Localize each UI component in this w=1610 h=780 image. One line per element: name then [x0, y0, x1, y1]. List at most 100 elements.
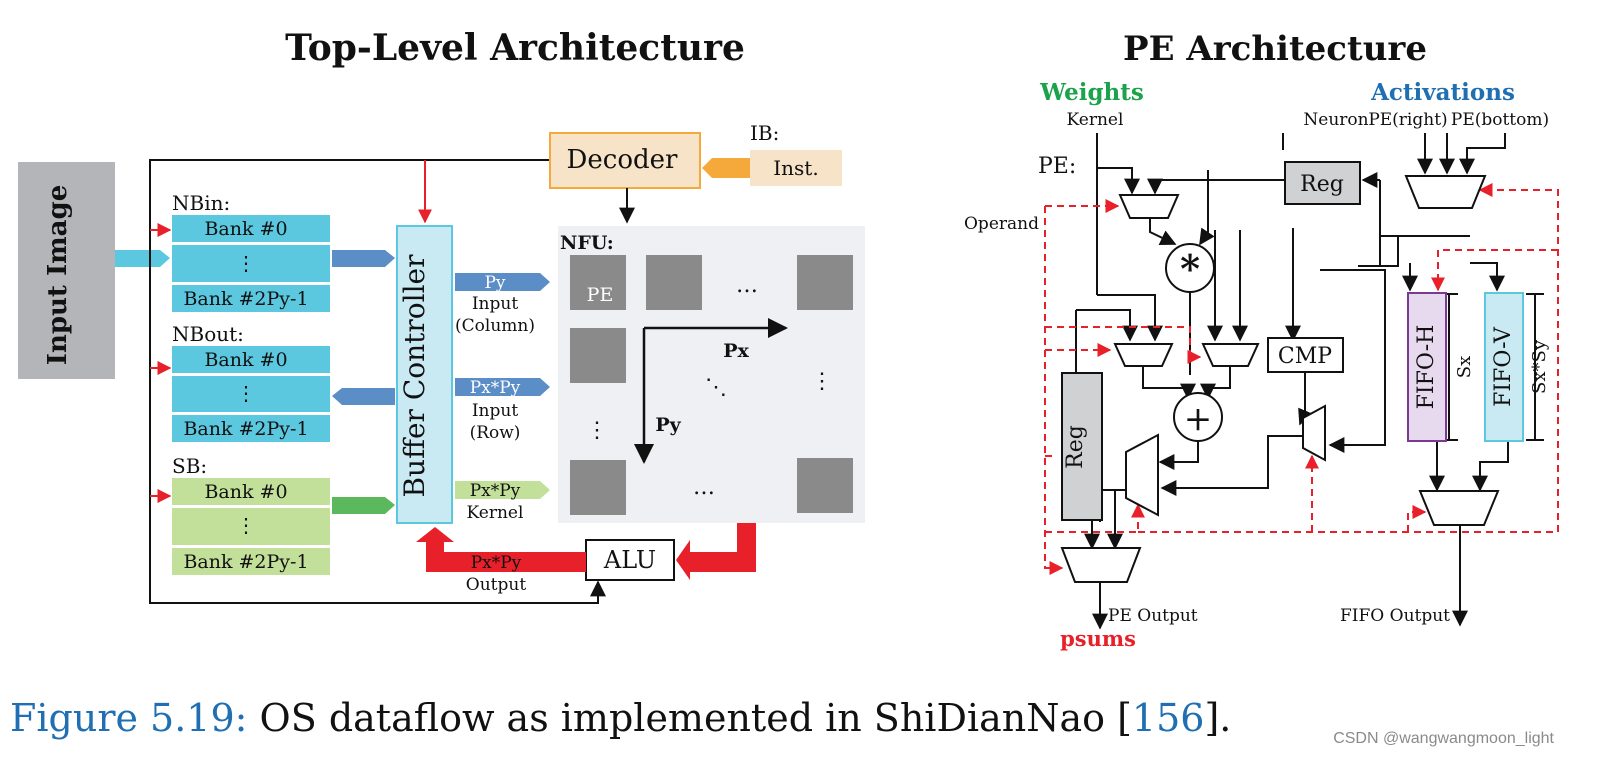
ctrl-fifomux: [1407, 505, 1427, 532]
sxsy-label: Sx*Sy: [1529, 339, 1550, 394]
inst-box: [750, 150, 842, 186]
nbout-vdots: ⋮: [236, 381, 256, 405]
cmp-to-cmpmux: [1298, 372, 1313, 426]
act-to-fifov: [1470, 262, 1505, 292]
reg-to-mux1: [1147, 178, 1284, 195]
sb-banks: Bank #0 ⋮ Bank #2Py-1: [172, 478, 330, 575]
alu-to-buffer-arrow: [416, 527, 586, 572]
cmp-mux: [1302, 404, 1326, 462]
cmp-label: CMP: [1278, 344, 1332, 369]
ctrl-actmux: [1138, 183, 1559, 533]
pe-cell: [570, 255, 626, 310]
pebottom-to-mux: [1459, 133, 1506, 175]
pe-colon-label: PE:: [1038, 154, 1076, 179]
nbout-bank-first-label: Bank #0: [204, 349, 287, 371]
fifo-output-label: FIFO Output: [1340, 606, 1450, 626]
nbout-banks: Bank #0 ⋮ Bank #2Py-1: [172, 346, 330, 442]
input-image-label: Input Image: [43, 185, 73, 365]
pe-grid: PE … ⋮ ⋱ ⋮ …: [570, 255, 853, 515]
nbin-bank-last-label: Bank #2Py-1: [183, 288, 308, 310]
act-to-cmpmux: [1320, 269, 1386, 453]
control-wires: [1044, 183, 1559, 575]
sb-label: SB:: [172, 454, 207, 478]
right-title: PE Architecture: [1123, 29, 1427, 69]
pe-cell: [570, 328, 626, 383]
adder-symbol: +: [1184, 399, 1213, 439]
pe-cell: [646, 255, 702, 310]
py-label: Py: [655, 414, 681, 436]
sb-bank-first-label: Bank #0: [204, 481, 287, 503]
add-mux-left: [1113, 343, 1174, 367]
top-level-architecture: Top-Level Architecture Input Image IB: D…: [18, 27, 865, 604]
output-mux: [1125, 433, 1159, 517]
pe-cell: [570, 460, 626, 515]
pe-row4-hdots: …: [693, 475, 715, 500]
adder-circle: [1173, 392, 1223, 442]
figure-caption: Figure 5.19: OS dataflow as implemented …: [10, 696, 1231, 740]
sb-bank-last-label: Bank #2Py-1: [183, 551, 308, 573]
nbout-label: NBout:: [172, 322, 244, 346]
buffer-controller-label: Buffer Controller: [398, 254, 431, 498]
nbin-to-buffer-arrow: [332, 250, 395, 267]
caption-ref[interactable]: 156: [1131, 696, 1205, 740]
weight-reg-label: Reg: [1300, 172, 1344, 197]
weight-reg-box: [1284, 161, 1361, 205]
reg-to-mux2: [1076, 309, 1138, 342]
pe-right-label: PE(right): [1368, 110, 1447, 130]
inst-arrow: [702, 158, 750, 178]
pe-output-label: PE Output: [1108, 606, 1198, 626]
bus-output-sub: Output: [466, 575, 527, 595]
mux2-to-add: [1142, 366, 1196, 400]
nbin-bank-first-label: Bank #0: [204, 218, 287, 240]
control-loop-line: [149, 159, 606, 604]
kernel-label: Kernel: [1067, 110, 1124, 130]
bus-py-arrow: [455, 273, 550, 291]
fifov-to-mux: [1472, 442, 1509, 492]
fifo-output-mux: [1418, 490, 1500, 526]
cmp-box: [1267, 337, 1344, 373]
ctrl-mux3: [1045, 326, 1202, 364]
kernel-to-mux1: [1097, 167, 1140, 195]
nbout-bank-middle: [172, 376, 330, 412]
sb-bank-middle: [172, 508, 330, 545]
pe-cell: [797, 458, 853, 513]
fifo-v-box: [1484, 292, 1524, 442]
nbin-bank-last: [172, 285, 330, 312]
cmpmux-to-outmux: [1160, 435, 1303, 496]
pe-bottom-label: PE(bottom): [1451, 110, 1549, 130]
bus-py-label: Py: [484, 273, 505, 293]
bus-py-sub1: Input: [472, 294, 518, 314]
pe-architecture: PE Architecture Weights Kernel Activatio…: [964, 29, 1559, 651]
nbin-bank-first: [172, 215, 330, 242]
bus-kernel-sub: Kernel: [467, 503, 524, 523]
psum-reg-box: [1061, 372, 1103, 521]
bus-kernel-label: Px*Py: [470, 481, 521, 501]
mux1-to-mult: [1149, 218, 1177, 245]
bus-pxpy-row-label: Px*Py: [470, 378, 521, 398]
input-image-box: [18, 162, 115, 379]
ctrl-fifoh: [1431, 249, 1558, 292]
decoder-box: [549, 132, 701, 189]
activation-mux: [1404, 175, 1487, 209]
fifo-v-label: FIFO-V: [1491, 326, 1516, 407]
inst-label: Inst.: [773, 156, 818, 180]
pe-cell-label: PE: [587, 284, 614, 306]
mux3-to-add: [1200, 366, 1231, 400]
sb-vdots: ⋮: [236, 513, 256, 537]
sb-bank-first: [172, 478, 330, 505]
input-image-arrow: [115, 250, 170, 267]
nfu-label: NFU:: [560, 232, 614, 254]
psum-reg-label: Reg: [1063, 425, 1088, 469]
caption-label: Figure 5.19:: [10, 696, 248, 740]
left-title: Top-Level Architecture: [285, 27, 745, 69]
ctrl-outmux: [1045, 503, 1145, 533]
bus-pxpy-row-sub2: (Row): [470, 423, 521, 443]
watermark: CSDN @wangwangmoon_light: [1333, 730, 1554, 747]
fifo-h-box: [1407, 292, 1447, 442]
ib-label: IB:: [750, 121, 779, 145]
pe-ddots: ⋱: [705, 375, 727, 400]
bus-output-label: Px*Py: [471, 553, 522, 573]
pe-row1-hdots: …: [736, 273, 758, 298]
weights-label: Weights: [1039, 79, 1144, 106]
